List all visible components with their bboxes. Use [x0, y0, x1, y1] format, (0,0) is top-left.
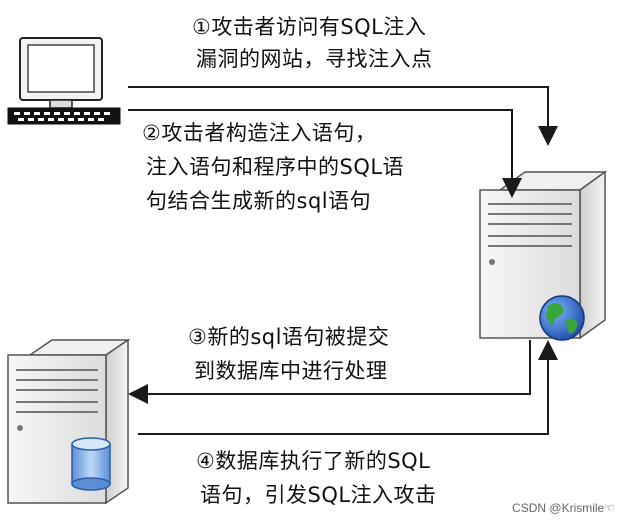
arrow-step-4 — [138, 340, 558, 435]
step-4-line-2: 语句，引发SQL注入攻击 — [200, 483, 437, 507]
step-3-line-2: 到数据库中进行处理 — [194, 359, 388, 383]
step-4-line-1: ④数据库执行了新的SQL — [196, 449, 431, 473]
computer-icon — [7, 37, 121, 125]
step-2-line-1: ②攻击者构造注入语句， — [142, 121, 377, 145]
arrow-step-2 — [128, 109, 522, 198]
arrow-step-1 — [128, 86, 558, 146]
arrow-step-3 — [128, 340, 531, 404]
watermark: CSDN @Krismile☜ — [512, 501, 615, 515]
database-cylinder-icon — [71, 437, 111, 491]
globe-icon — [539, 295, 585, 341]
step-3-line-1: ③新的sql语句被提交 — [188, 325, 390, 349]
step-1-line-2: 漏洞的网站，寻找注入点 — [196, 47, 433, 71]
step-2-line-3: 句结合生成新的sql语句 — [146, 189, 372, 213]
step-1-line-1: ①攻击者访问有SQL注入 — [192, 15, 427, 39]
step-2-line-2: 注入语句和程序中的SQL语 — [146, 155, 405, 179]
